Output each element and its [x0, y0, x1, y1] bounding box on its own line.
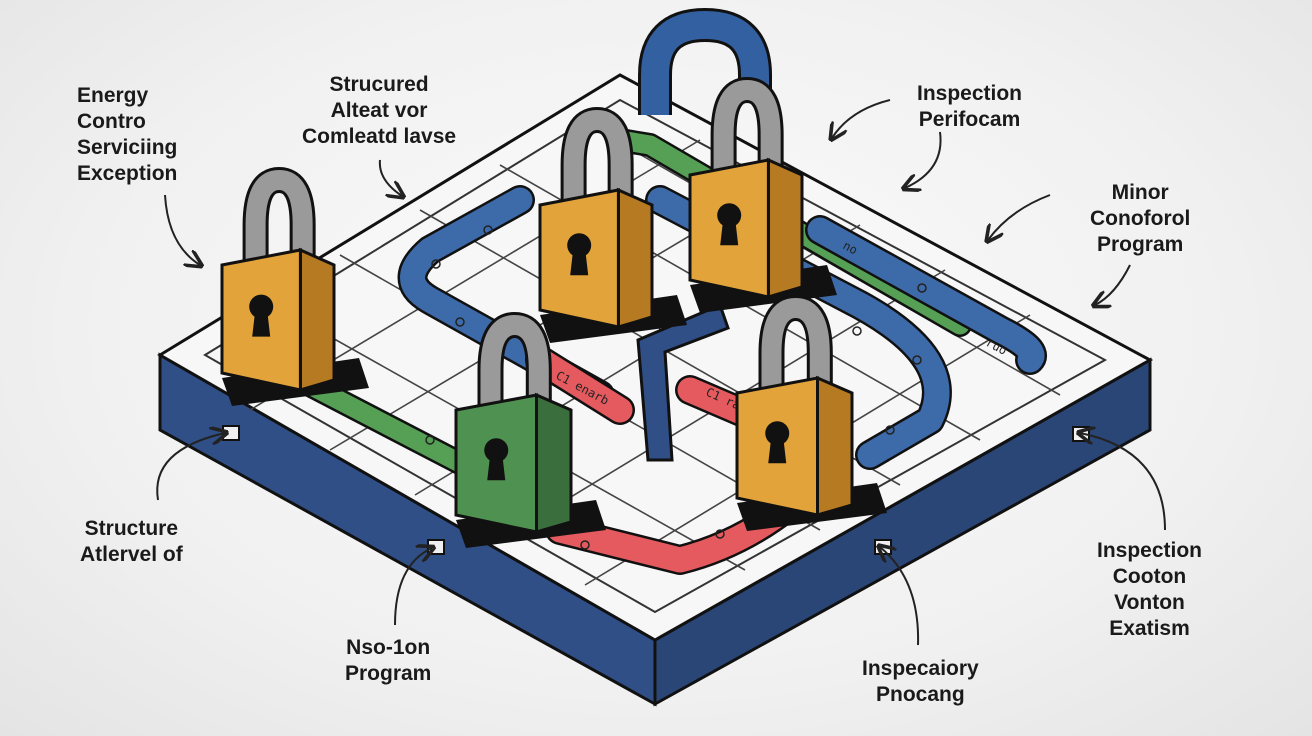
keyhole-icon [567, 233, 592, 276]
annotation-arrows [156, 99, 1166, 646]
keyhole-icon [717, 203, 742, 246]
lock-green-padlock [454, 311, 606, 548]
label-nso-ion-program: Nso-1on Program [345, 636, 432, 685]
keyhole-icon [484, 438, 509, 481]
keyhole-icon [249, 294, 274, 337]
blue-shackle [638, 7, 772, 115]
keyhole-icon [765, 421, 790, 464]
label-structured-alteat: Strucured Alteat vor Comleatd lavse [302, 73, 457, 148]
label-inspecaiory-pnocang: Inspecaiory Pnocang [862, 657, 979, 706]
label-inspection-perifocam: Inspection Perifocam [917, 82, 1023, 131]
lock-left-padlock [220, 166, 369, 406]
padlocks [220, 76, 887, 548]
lock-right-padlock [735, 294, 887, 531]
lock-top-right-padlock [688, 76, 837, 313]
lock-top-center-padlock [538, 106, 687, 343]
blue-path-label: no [841, 238, 860, 257]
label-inspection-exatism: Inspection Cooton Vonton Exatism [1097, 539, 1203, 640]
label-energy-control: Energy Contro Serviciing Exception [77, 84, 178, 185]
label-structure-atlervel: Structure Atlervel of [80, 517, 183, 566]
label-minor-program: Minor Conoforol Program [1090, 181, 1191, 256]
